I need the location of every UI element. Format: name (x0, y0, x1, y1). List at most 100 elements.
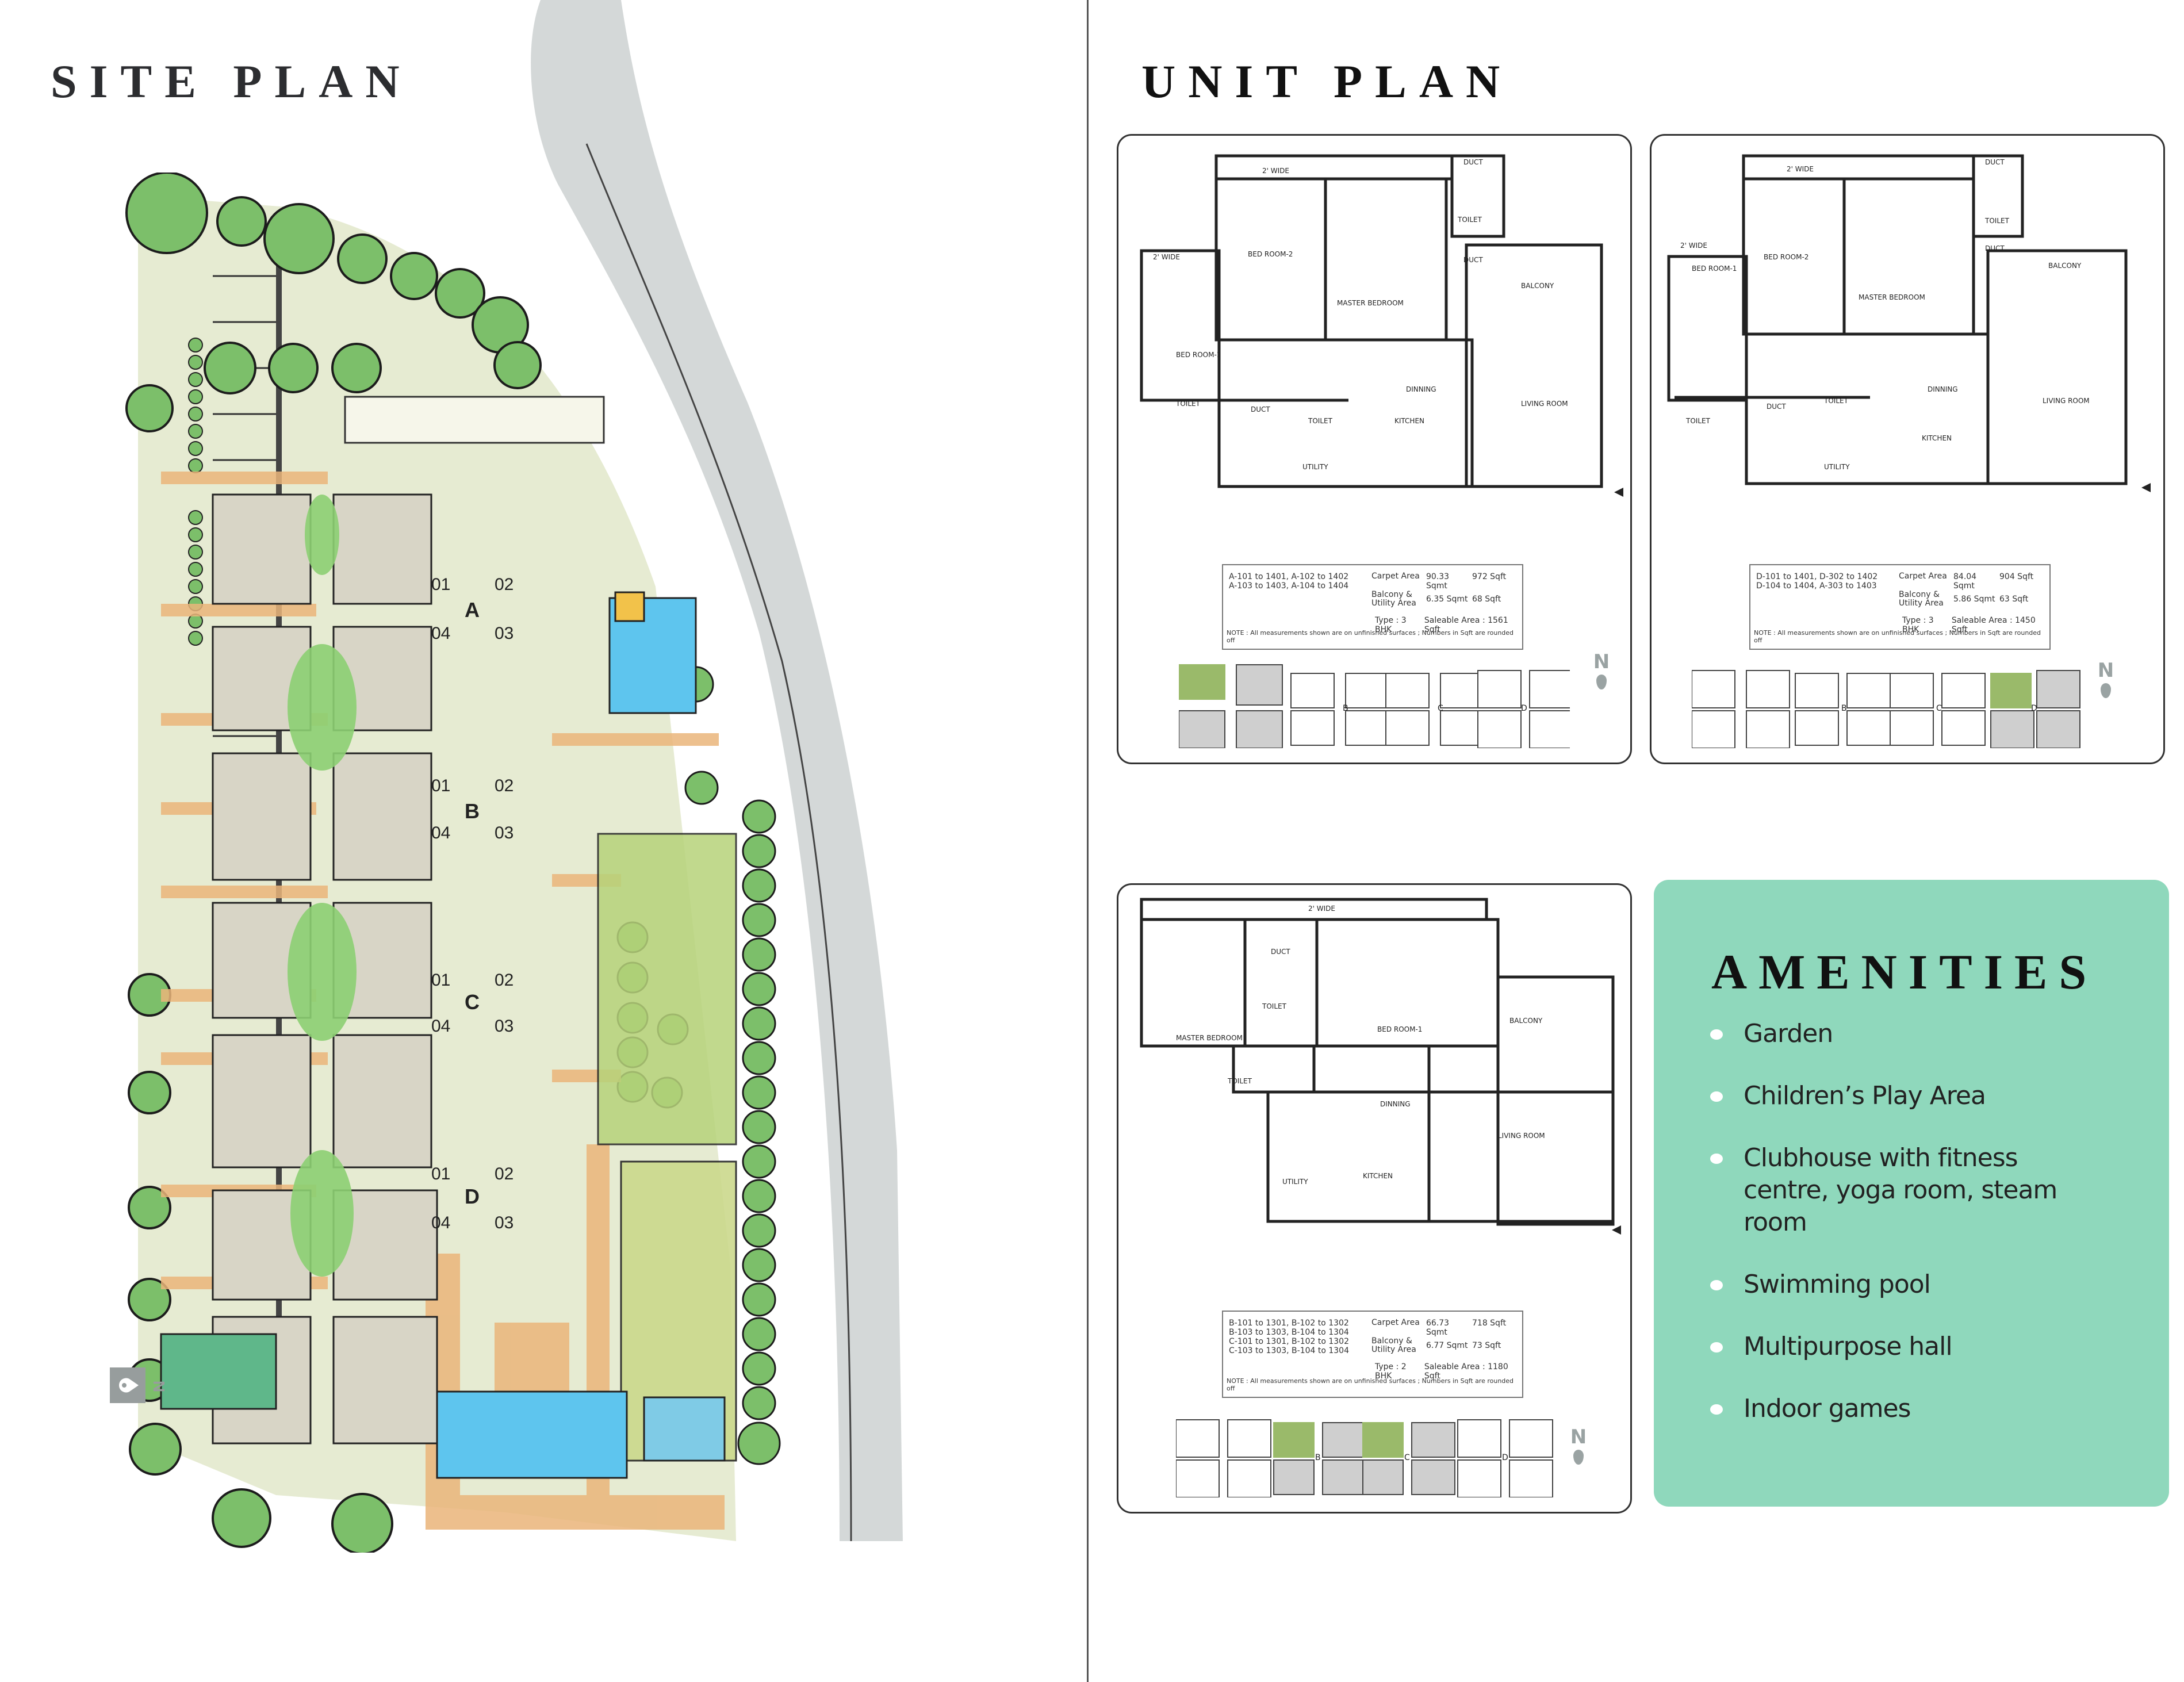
carpet-sqft: 972 Sqft (1472, 572, 1507, 581)
room-label: LIVING ROOM (1498, 1132, 1545, 1140)
unit-label: 04 (431, 624, 451, 643)
unit-label: 01 (431, 776, 451, 795)
room-label: DUCT (1271, 948, 1290, 956)
measurement-note: NOTE : All measurements shown are on unf… (1227, 1377, 1514, 1392)
key-plan-d: B C D (1692, 670, 2080, 748)
amenity-item: Swimming pool (1710, 1269, 2066, 1301)
unit-type: Type : 3 BHK (1375, 616, 1407, 634)
room-label: 2' WIDE (1308, 905, 1335, 913)
room-label: MASTER BEDROOM (1176, 1034, 1243, 1042)
room-label: DUCT (1985, 158, 2005, 166)
room-label: UTILITY (1302, 463, 1328, 471)
carpet-area-label: Carpet Area (1371, 1318, 1420, 1327)
unit-ids: D-104 to 1404, A-303 to 1403 (1756, 581, 1877, 591)
amenity-item: Clubhouse with fitness centre, yoga room… (1710, 1142, 2066, 1239)
balcony-area-label: Balcony & Utility Area (1899, 590, 1944, 608)
amenities-list: Garden Children’s Play Area Clubhouse wi… (1710, 1018, 2066, 1455)
unit-label: 03 (495, 624, 514, 643)
svg-text:D: D (1521, 704, 1527, 713)
saleable-area: Saleable Area : 1561 Sqft (1424, 616, 1508, 634)
room-label: BED ROOM-1 (1377, 1025, 1422, 1033)
svg-text:C: C (1438, 704, 1443, 713)
unit-plan-card-d: 2' WIDE DUCT BED ROOM-2 MASTER BEDROOM T… (1650, 134, 2165, 764)
room-label: DUCT (1251, 405, 1270, 413)
key-plan-bc: B C D (1176, 1419, 1553, 1497)
room-label: DUCT (1985, 244, 2005, 252)
unit-label: 04 (431, 1213, 451, 1232)
page-divider (1087, 0, 1089, 1682)
saleable-area: Saleable Area : 1180 Sqft (1424, 1362, 1508, 1381)
north-arrow-icon: N (2094, 659, 2117, 698)
unit-label: 03 (495, 1017, 514, 1036)
room-label: 2' WIDE (1680, 242, 1707, 250)
room-label: TOILET (1984, 217, 2010, 225)
unit-label: 02 (495, 1164, 514, 1183)
carpet-area-label: Carpet Area (1899, 572, 1947, 581)
room-label: TOILET (1457, 216, 1482, 224)
room-label: DUCT (1463, 158, 1483, 166)
room-label: 2' WIDE (1153, 253, 1180, 261)
unit-type: Type : 3 BHK (1902, 616, 1934, 634)
room-label: DINNING (1928, 385, 1958, 393)
balcony-sqmt: 6.77 Sqmt (1426, 1341, 1468, 1350)
room-label: BALCONY (1521, 282, 1554, 290)
floor-plan-d: 2' WIDE DUCT BED ROOM-2 MASTER BEDROOM T… (1667, 154, 2151, 492)
balcony-area-label: Balcony & Utility Area (1371, 590, 1416, 608)
tower-label-b: B (465, 799, 480, 823)
room-label: UTILITY (1282, 1178, 1308, 1186)
room-label: TOILET (1262, 1002, 1287, 1010)
svg-text:D: D (1502, 1453, 1508, 1462)
saleable-area: Saleable Area : 1450 Sqft (1951, 616, 2036, 634)
room-label: 2' WIDE (1787, 165, 1814, 173)
floor-plan-a: 2' WIDE DUCT BED ROOM-2 MASTER BEDROOM T… (1140, 154, 1623, 497)
unit-ids: B-101 to 1301, B-102 to 1302 (1229, 1319, 1349, 1328)
svg-text:B: B (1315, 1453, 1321, 1462)
room-label: TOILET (1823, 397, 1849, 405)
room-label: LIVING ROOM (2043, 397, 2090, 405)
balcony-sqmt: 6.35 Sqmt (1426, 595, 1468, 604)
north-arrow-icon (110, 1367, 145, 1403)
carpet-sqft: 904 Sqft (1999, 572, 2034, 581)
room-label: KITCHEN (1922, 434, 1952, 442)
unit-ids: C-101 to 1301, B-102 to 1302 (1229, 1337, 1349, 1346)
room-label: UTILITY (1824, 463, 1850, 471)
room-label: LIVING ROOM (1521, 400, 1568, 408)
svg-text:B: B (1343, 704, 1348, 713)
amenity-item: Children’s Play Area (1710, 1080, 2066, 1112)
unit-label: 04 (431, 823, 451, 842)
balcony-sqft: 68 Sqft (1472, 595, 1501, 604)
room-label: MASTER BEDROOM (1337, 299, 1404, 307)
amenities-title: AMENITIES (1711, 944, 2098, 999)
key-plan-a: B C D (1179, 664, 1570, 748)
room-label: BED ROOM-2 (1764, 253, 1808, 261)
room-label: BALCONY (2048, 262, 2082, 270)
room-label: TOILET (1175, 400, 1201, 408)
unit-ids: C-103 to 1303, B-104 to 1304 (1229, 1346, 1349, 1355)
unit-ids: B-103 to 1303, B-104 to 1304 (1229, 1328, 1349, 1337)
unit-label: 01 (431, 971, 451, 990)
balcony-sqft: 73 Sqft (1472, 1341, 1501, 1350)
unit-ids: A-101 to 1401, A-102 to 1402 (1229, 572, 1349, 581)
unit-label: 02 (495, 575, 514, 594)
carpet-sqmt: 84.04 Sqmt (1953, 572, 1977, 591)
unit-label: 04 (431, 1017, 451, 1036)
amenity-item: Indoor games (1710, 1393, 2066, 1425)
unit-label: 03 (495, 823, 514, 842)
room-label: BED ROOM-2 (1248, 250, 1293, 258)
room-label: MASTER BEDROOM (1859, 293, 1925, 301)
carpet-sqmt: 90.33 Sqmt (1426, 572, 1450, 591)
svg-text:C: C (1936, 704, 1942, 713)
measurement-note: NOTE : All measurements shown are on unf… (1227, 629, 1514, 644)
unit-plan-card-a: 2' WIDE DUCT BED ROOM-2 MASTER BEDROOM T… (1117, 134, 1632, 764)
amenity-item: Multipurpose hall (1710, 1331, 2066, 1363)
room-label: KITCHEN (1394, 417, 1424, 425)
site-plan-drawing (125, 173, 781, 1553)
room-label: DUCT (1463, 256, 1483, 264)
room-label: KITCHEN (1363, 1172, 1393, 1180)
carpet-sqmt: 66.73 Sqmt (1426, 1319, 1450, 1337)
unit-label: 01 (431, 1164, 451, 1183)
unit-label: 03 (495, 1213, 514, 1232)
room-label: TOILET (1685, 417, 1711, 425)
unit-ids: D-101 to 1401, D-302 to 1402 (1756, 572, 1878, 581)
